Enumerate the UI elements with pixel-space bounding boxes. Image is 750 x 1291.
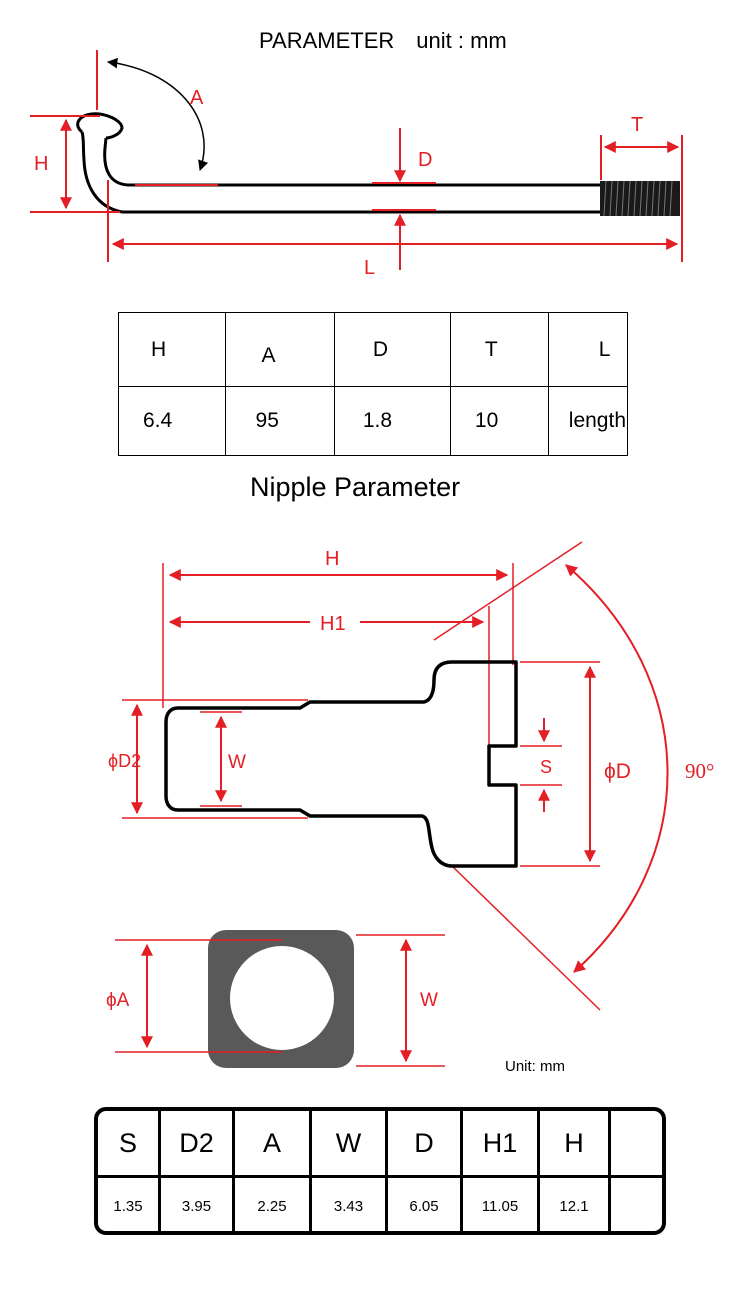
table-header-cell: H [118,312,226,387]
spoke-unit: unit : mm [416,28,507,53]
dim-label-d2: ϕD2 [108,751,141,771]
table-cell: length [547,386,629,456]
table-cell [610,1177,663,1232]
table-cell: 3.95 [159,1176,235,1231]
nipple-construction-lines [122,541,601,1011]
table-cell: 12.1 [538,1176,611,1231]
nipple-table-grid: S D2 A W D H1 H 1.35 3.95 2.25 3.43 6.05… [98,1111,663,1232]
table-cell: 2.25 [233,1176,312,1231]
nipple-parameter-table: S D2 A W D H1 H 1.35 3.95 2.25 3.43 6.05… [94,1107,666,1235]
table-header-cell: D [386,1111,463,1178]
dim-label-h1: H1 [320,613,346,635]
table-cell: 11.05 [461,1176,540,1231]
spoke-parameter-table: H A D T L 6.4 95 1.8 10 length [118,312,629,456]
nipple-unit: Unit: mm [505,1058,565,1075]
table-cell: 6.4 [118,386,226,456]
table-header-cell: A [224,312,335,387]
dim-label-angle: 90° [685,759,714,783]
table-header-cell [609,1111,662,1178]
dim-label-l: L [364,257,375,279]
nipple-dimension-arrows [131,564,669,973]
dim-label-a: A [190,87,204,109]
cross-section-dimensions [115,934,445,1067]
nipple-outline [164,660,518,868]
table-row: 1.35 3.95 2.25 3.43 6.05 11.05 12.1 [98,1176,663,1232]
dim-label-h: H [34,153,48,175]
table-header-cell: A [233,1111,312,1178]
table-header-cell: H1 [461,1111,540,1178]
nipple-cross-section [208,930,354,1068]
table-cell: 1.35 [98,1176,161,1231]
spoke-thread-lines [603,180,673,217]
dim-label-s: S [540,757,552,777]
nipple-diagram: H H1 ϕD2 W S ϕD 90° ϕA W [106,541,714,1068]
table-row: 6.4 95 1.8 10 length [118,386,629,456]
table-header-cell: D2 [159,1111,235,1178]
table-header-cell: W [310,1111,388,1178]
spoke-title-text: PARAMETER [259,28,395,53]
table-header-cell: T [449,312,549,387]
spoke-diagram: A H D T L [30,50,683,279]
table-cell: 6.05 [386,1176,463,1231]
table-header-cell: S [98,1111,161,1178]
nipple-title: Nipple Parameter [250,472,461,502]
angle-arc-a [106,57,209,171]
dim-label-w-nipple: W [228,752,246,773]
spoke-title: PARAMETER unit : mm [259,28,507,54]
spoke-dimensions [30,50,683,270]
dim-label-t: T [631,114,643,136]
table-header-cell: H [538,1111,611,1178]
table-header-cell: L [547,312,629,387]
table-cell: 10 [449,386,549,456]
table-cell: 95 [224,386,335,456]
dim-label-d: D [418,149,432,171]
dim-label-h-nipple: H [325,548,339,570]
dim-label-w-cross: W [420,990,438,1011]
dim-label-d-nipple: ϕD [604,760,631,783]
table-header-cell: D [333,312,451,387]
table-cell: 1.8 [333,386,451,456]
dim-label-a-cross: ϕA [106,990,130,1011]
table-header-row: H A D T L [118,312,629,387]
table-header-row: S D2 A W D H1 H [98,1111,662,1178]
table-cell: 3.43 [310,1176,388,1231]
